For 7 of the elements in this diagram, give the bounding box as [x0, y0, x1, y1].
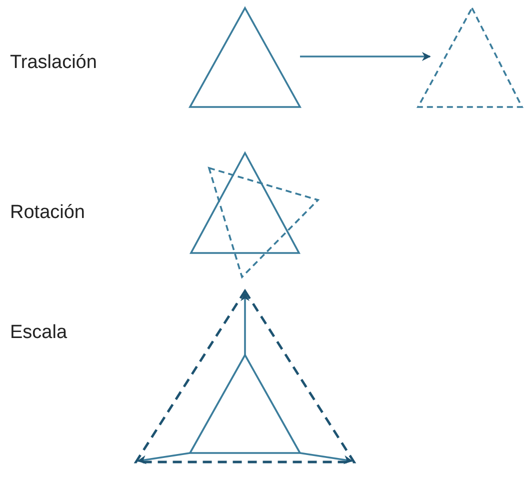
- transformation-label: Rotación: [10, 202, 85, 224]
- transformation-label: Traslación: [10, 52, 97, 74]
- arrow: [300, 452, 353, 464]
- arrow: [300, 52, 431, 61]
- transformation-label: Escala: [10, 322, 68, 344]
- arrow: [240, 292, 250, 355]
- arrow: [137, 452, 190, 464]
